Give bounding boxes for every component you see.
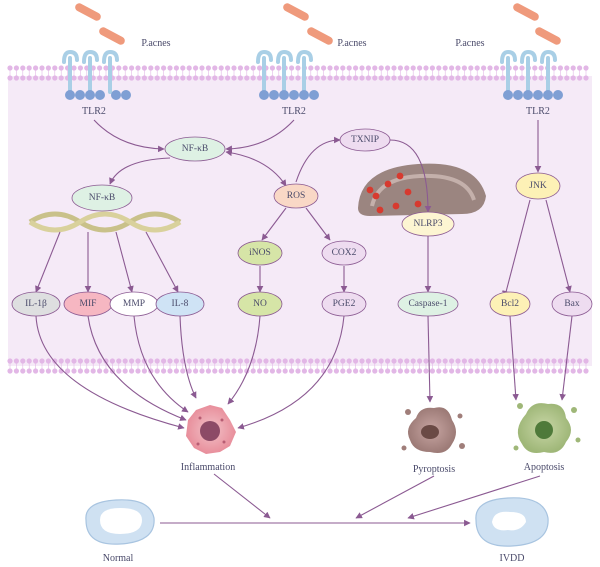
edge-jnk-bax xyxy=(545,199,572,293)
node-bax: Bax xyxy=(551,291,593,317)
inflammation-cell-icon xyxy=(186,405,236,454)
edge-pyroptosis-ivdd xyxy=(355,475,435,519)
svg-text:NF-κB: NF-κB xyxy=(89,193,115,203)
receptor-label-3: TLR2 xyxy=(526,106,550,117)
ivdd-disc-icon xyxy=(475,497,549,547)
receptor-label-2: TLR2 xyxy=(282,106,306,117)
edge-caspase1-pyroptosis xyxy=(426,315,434,403)
edge-ros-cox2 xyxy=(305,207,331,241)
node-inos: iNOS xyxy=(237,240,283,266)
outcome-inflammation: Inflammation xyxy=(181,462,235,473)
outcome-pyroptosis: Pyroptosis xyxy=(413,464,455,475)
outcome-ivdd: IVDD xyxy=(500,553,525,564)
edge-bcl2-apoptosis xyxy=(509,315,519,401)
mitochondrion xyxy=(358,163,486,216)
edge-dna-il8 xyxy=(145,231,179,293)
apoptosis-cell-icon xyxy=(513,403,581,453)
cytoplasm xyxy=(8,76,592,366)
normal-disc-icon xyxy=(85,499,155,545)
pathogen-label-2: P.acnes xyxy=(337,38,366,49)
edge-tlr2-1-nfkb xyxy=(93,119,165,153)
edge-nfkb-ros xyxy=(225,149,287,187)
edge-dna-il1b xyxy=(35,231,61,293)
pathogen-label-3: P.acnes xyxy=(455,38,484,49)
edge-mif-inflammation xyxy=(87,315,187,421)
edge-bax-apoptosis xyxy=(559,315,573,401)
node-jnk: JNK xyxy=(515,172,561,200)
dna-helix xyxy=(28,211,182,233)
edge-apoptosis-ivdd xyxy=(407,475,541,520)
edge-ros-inos xyxy=(261,207,287,241)
svg-text:Bcl2: Bcl2 xyxy=(501,299,519,309)
edge-il1b-inflammation xyxy=(35,315,185,430)
svg-text:NLRP3: NLRP3 xyxy=(413,219,442,229)
svg-text:Bax: Bax xyxy=(564,299,580,309)
pyroptosis-cell-icon xyxy=(401,407,465,453)
edge-txnip-nlrp3 xyxy=(389,139,432,213)
edge-ros-txnip xyxy=(295,136,341,183)
svg-text:PGE2: PGE2 xyxy=(333,299,356,309)
pathogen-label-1: P.acnes xyxy=(141,38,170,49)
edge-dna-mmp xyxy=(115,231,134,293)
edge-nfkb-nfkb-nuclear xyxy=(109,157,171,185)
node-caspase1: Caspase-1 xyxy=(397,291,459,317)
edge-tlr2-2-nfkb xyxy=(225,119,295,153)
node-nfkb: NF-κB xyxy=(164,136,226,162)
svg-text:IL-1β: IL-1β xyxy=(25,299,47,309)
svg-text:COX2: COX2 xyxy=(332,248,357,258)
node-nfkb-nuclear: NF-κB xyxy=(71,184,133,212)
edge-no-inflammation xyxy=(227,315,261,405)
svg-text:TXNIP: TXNIP xyxy=(351,135,379,145)
node-cox2: COX2 xyxy=(321,240,367,266)
node-pge2: PGE2 xyxy=(321,291,367,317)
svg-text:JNK: JNK xyxy=(529,181,547,191)
edge-pge2-inflammation xyxy=(237,315,345,430)
edge-inflammation-ivdd xyxy=(213,473,271,519)
edge-mmp-inflammation xyxy=(133,315,189,413)
bacteria-group-2 xyxy=(283,3,333,45)
node-no: NO xyxy=(237,291,283,317)
svg-text:MMP: MMP xyxy=(123,299,145,309)
svg-text:Caspase-1: Caspase-1 xyxy=(408,299,447,309)
cell-membrane-top xyxy=(7,65,589,81)
svg-text:iNOS: iNOS xyxy=(249,248,271,258)
node-txnip: TXNIP xyxy=(339,128,391,152)
bacteria-group-1 xyxy=(75,3,125,45)
cell-membrane-bottom xyxy=(7,358,589,374)
tlr2-receptors xyxy=(62,49,563,100)
node-mif: MIF xyxy=(63,291,113,317)
node-bcl2: Bcl2 xyxy=(489,291,531,317)
node-il8: IL-8 xyxy=(155,291,205,317)
svg-text:NO: NO xyxy=(253,299,267,309)
edge-jnk-bcl2 xyxy=(502,199,531,294)
outcome-normal: Normal xyxy=(103,553,134,564)
node-mmp: MMP xyxy=(109,291,159,317)
outcome-apoptosis: Apoptosis xyxy=(524,462,565,473)
svg-text:NF-κB: NF-κB xyxy=(182,144,208,154)
bacteria-group-3 xyxy=(513,3,561,45)
svg-text:ROS: ROS xyxy=(287,191,305,201)
svg-text:MIF: MIF xyxy=(80,299,97,309)
receptor-label-1: TLR2 xyxy=(82,106,106,117)
edge-il8-inflammation xyxy=(179,315,197,399)
svg-text:IL-8: IL-8 xyxy=(172,299,189,309)
node-il1b: IL-1β xyxy=(11,291,61,317)
node-nlrp3: NLRP3 xyxy=(401,211,455,237)
node-ros: ROS xyxy=(273,183,319,209)
